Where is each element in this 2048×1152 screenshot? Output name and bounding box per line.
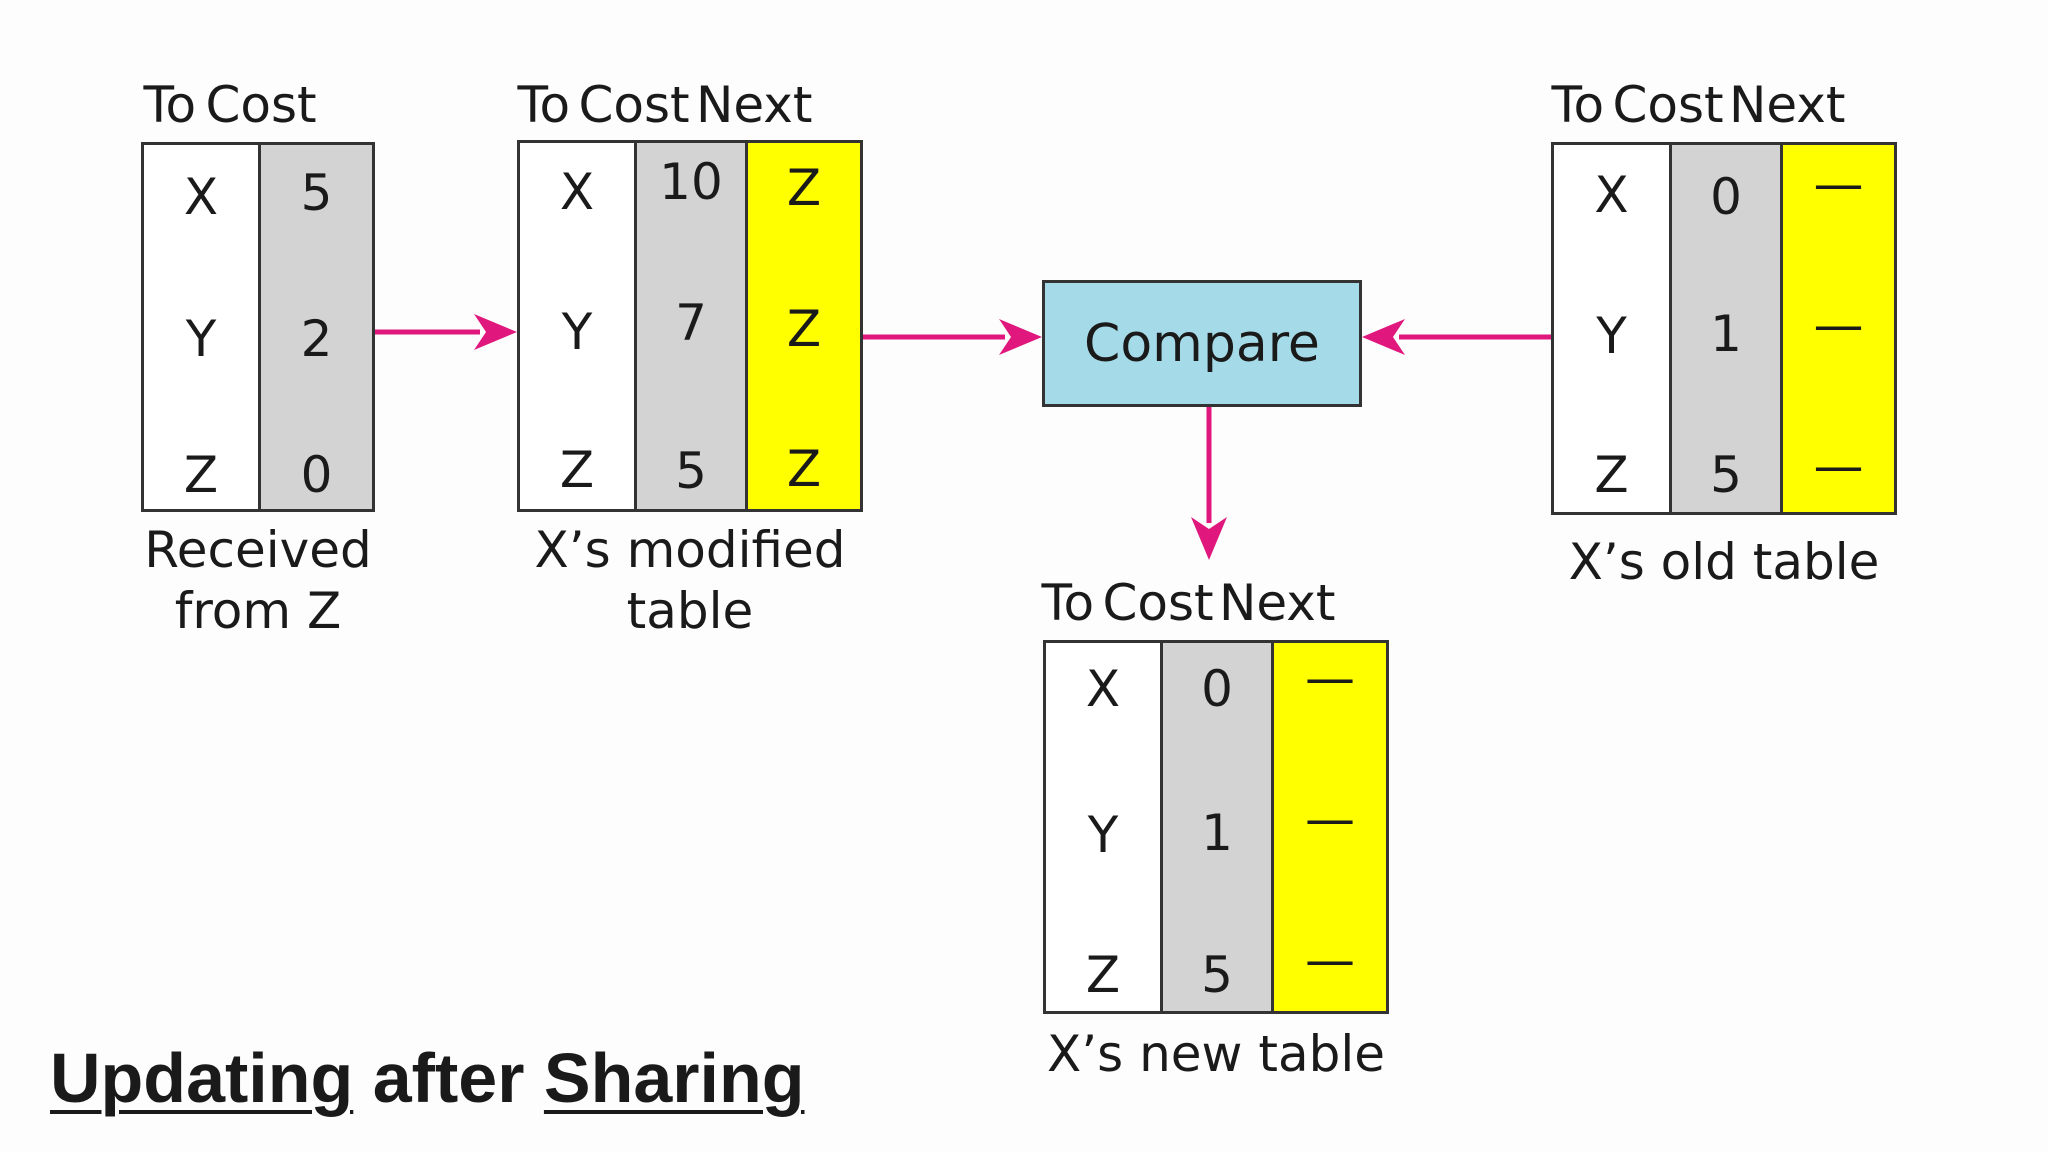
- received-row-z-cost: 0: [300, 446, 333, 504]
- received-grid: X Y Z 5 2 0: [141, 142, 375, 512]
- arrow-old-to-compare: [1362, 319, 1551, 355]
- old-next-column: — — —: [1780, 145, 1894, 512]
- modified-row-z-cost: 5: [675, 442, 707, 500]
- compare-box: Compare: [1042, 280, 1362, 407]
- old-row-y-next: —: [1813, 296, 1864, 354]
- new-row-z-next: —: [1305, 931, 1355, 989]
- modified-row-y-cost: 7: [675, 294, 707, 352]
- old-grid: X Y Z 0 1 5 — — —: [1551, 142, 1897, 515]
- modified-caption: X’s modified table: [517, 520, 863, 642]
- old-header-next: Next: [1729, 76, 1846, 134]
- modified-grid: X Y Z 10 7 5 Z Z Z: [517, 140, 863, 512]
- modified-row-y-next: Z: [786, 300, 822, 358]
- received-row-x-to: X: [183, 168, 219, 226]
- title-word-after: after: [372, 1039, 525, 1117]
- new-header-next: Next: [1219, 574, 1336, 632]
- modified-header-cost: Cost: [578, 76, 690, 134]
- new-next-column: — — —: [1271, 643, 1386, 1011]
- modified-caption-line2: table: [626, 582, 754, 640]
- modified-row-x-next: Z: [786, 159, 822, 217]
- new-row-y-to: Y: [1087, 806, 1119, 864]
- new-row-y-cost: 1: [1201, 804, 1233, 862]
- modified-header-to: To: [517, 76, 571, 134]
- new-row-x-to: X: [1085, 660, 1121, 718]
- received-row-x-cost: 5: [300, 164, 333, 222]
- new-cost-column: 0 1 5: [1159, 643, 1272, 1011]
- received-row-y-cost: 2: [300, 310, 333, 368]
- arrow-modified-to-compare: [863, 319, 1042, 355]
- new-row-x-next: —: [1305, 649, 1355, 707]
- modified-row-z-next: Z: [786, 440, 822, 498]
- received-caption-line2: from Z: [174, 582, 342, 640]
- old-cost-column: 0 1 5: [1668, 145, 1780, 512]
- modified-caption-line1: X’s modified: [534, 521, 846, 579]
- received-header-cost: Cost: [205, 76, 317, 134]
- old-row-x-to: X: [1594, 166, 1629, 224]
- modified-row-y-to: Y: [561, 303, 593, 361]
- new-header-cost: Cost: [1102, 574, 1214, 632]
- modified-next-column: Z Z Z: [745, 143, 860, 509]
- title-word-sharing: Sharing: [543, 1039, 805, 1117]
- new-row-y-next: —: [1305, 790, 1355, 848]
- old-row-y-to: Y: [1596, 307, 1627, 365]
- received-row-y-to: Y: [185, 310, 217, 368]
- old-caption: X’s old table: [1568, 533, 1880, 591]
- received-caption-line1: Received: [144, 521, 372, 579]
- old-row-x-cost: 0: [1710, 168, 1742, 226]
- received-caption: Received from Z: [130, 520, 386, 642]
- old-row-x-next: —: [1813, 155, 1864, 213]
- received-header-to: To: [143, 76, 197, 134]
- modified-row-z-to: Z: [559, 441, 595, 499]
- compare-label: Compare: [1084, 313, 1320, 374]
- received-cost-column: 5 2 0: [257, 145, 372, 509]
- arrow-received-to-modified: [375, 314, 517, 350]
- old-row-z-cost: 5: [1710, 446, 1742, 504]
- old-row-z-to: Z: [1594, 446, 1629, 504]
- modified-cost-column: 10 7 5: [633, 143, 746, 509]
- old-row-y-cost: 1: [1710, 305, 1742, 363]
- modified-row-x-cost: 10: [659, 153, 723, 211]
- old-header-to: To: [1551, 76, 1605, 134]
- modified-to-column: X Y Z: [520, 143, 634, 509]
- new-header-to: To: [1041, 574, 1095, 632]
- arrow-compare-to-new: [1191, 407, 1227, 560]
- page-title: Updating after Sharing: [50, 1038, 805, 1118]
- modified-header-next: Next: [696, 76, 813, 134]
- received-row-z-to: Z: [183, 446, 219, 504]
- old-row-z-next: —: [1813, 437, 1864, 495]
- old-header-cost: Cost: [1612, 76, 1724, 134]
- modified-row-x-to: X: [559, 163, 595, 221]
- new-row-x-cost: 0: [1201, 660, 1233, 718]
- received-to-column: X Y Z: [144, 145, 258, 509]
- new-row-z-cost: 5: [1201, 946, 1233, 1004]
- new-row-z-to: Z: [1085, 946, 1121, 1004]
- new-caption: X’s new table: [1047, 1025, 1385, 1083]
- title-word-updating: Updating: [50, 1039, 354, 1117]
- new-to-column: X Y Z: [1046, 643, 1160, 1011]
- new-grid: X Y Z 0 1 5 — — —: [1043, 640, 1389, 1014]
- old-to-column: X Y Z: [1554, 145, 1669, 512]
